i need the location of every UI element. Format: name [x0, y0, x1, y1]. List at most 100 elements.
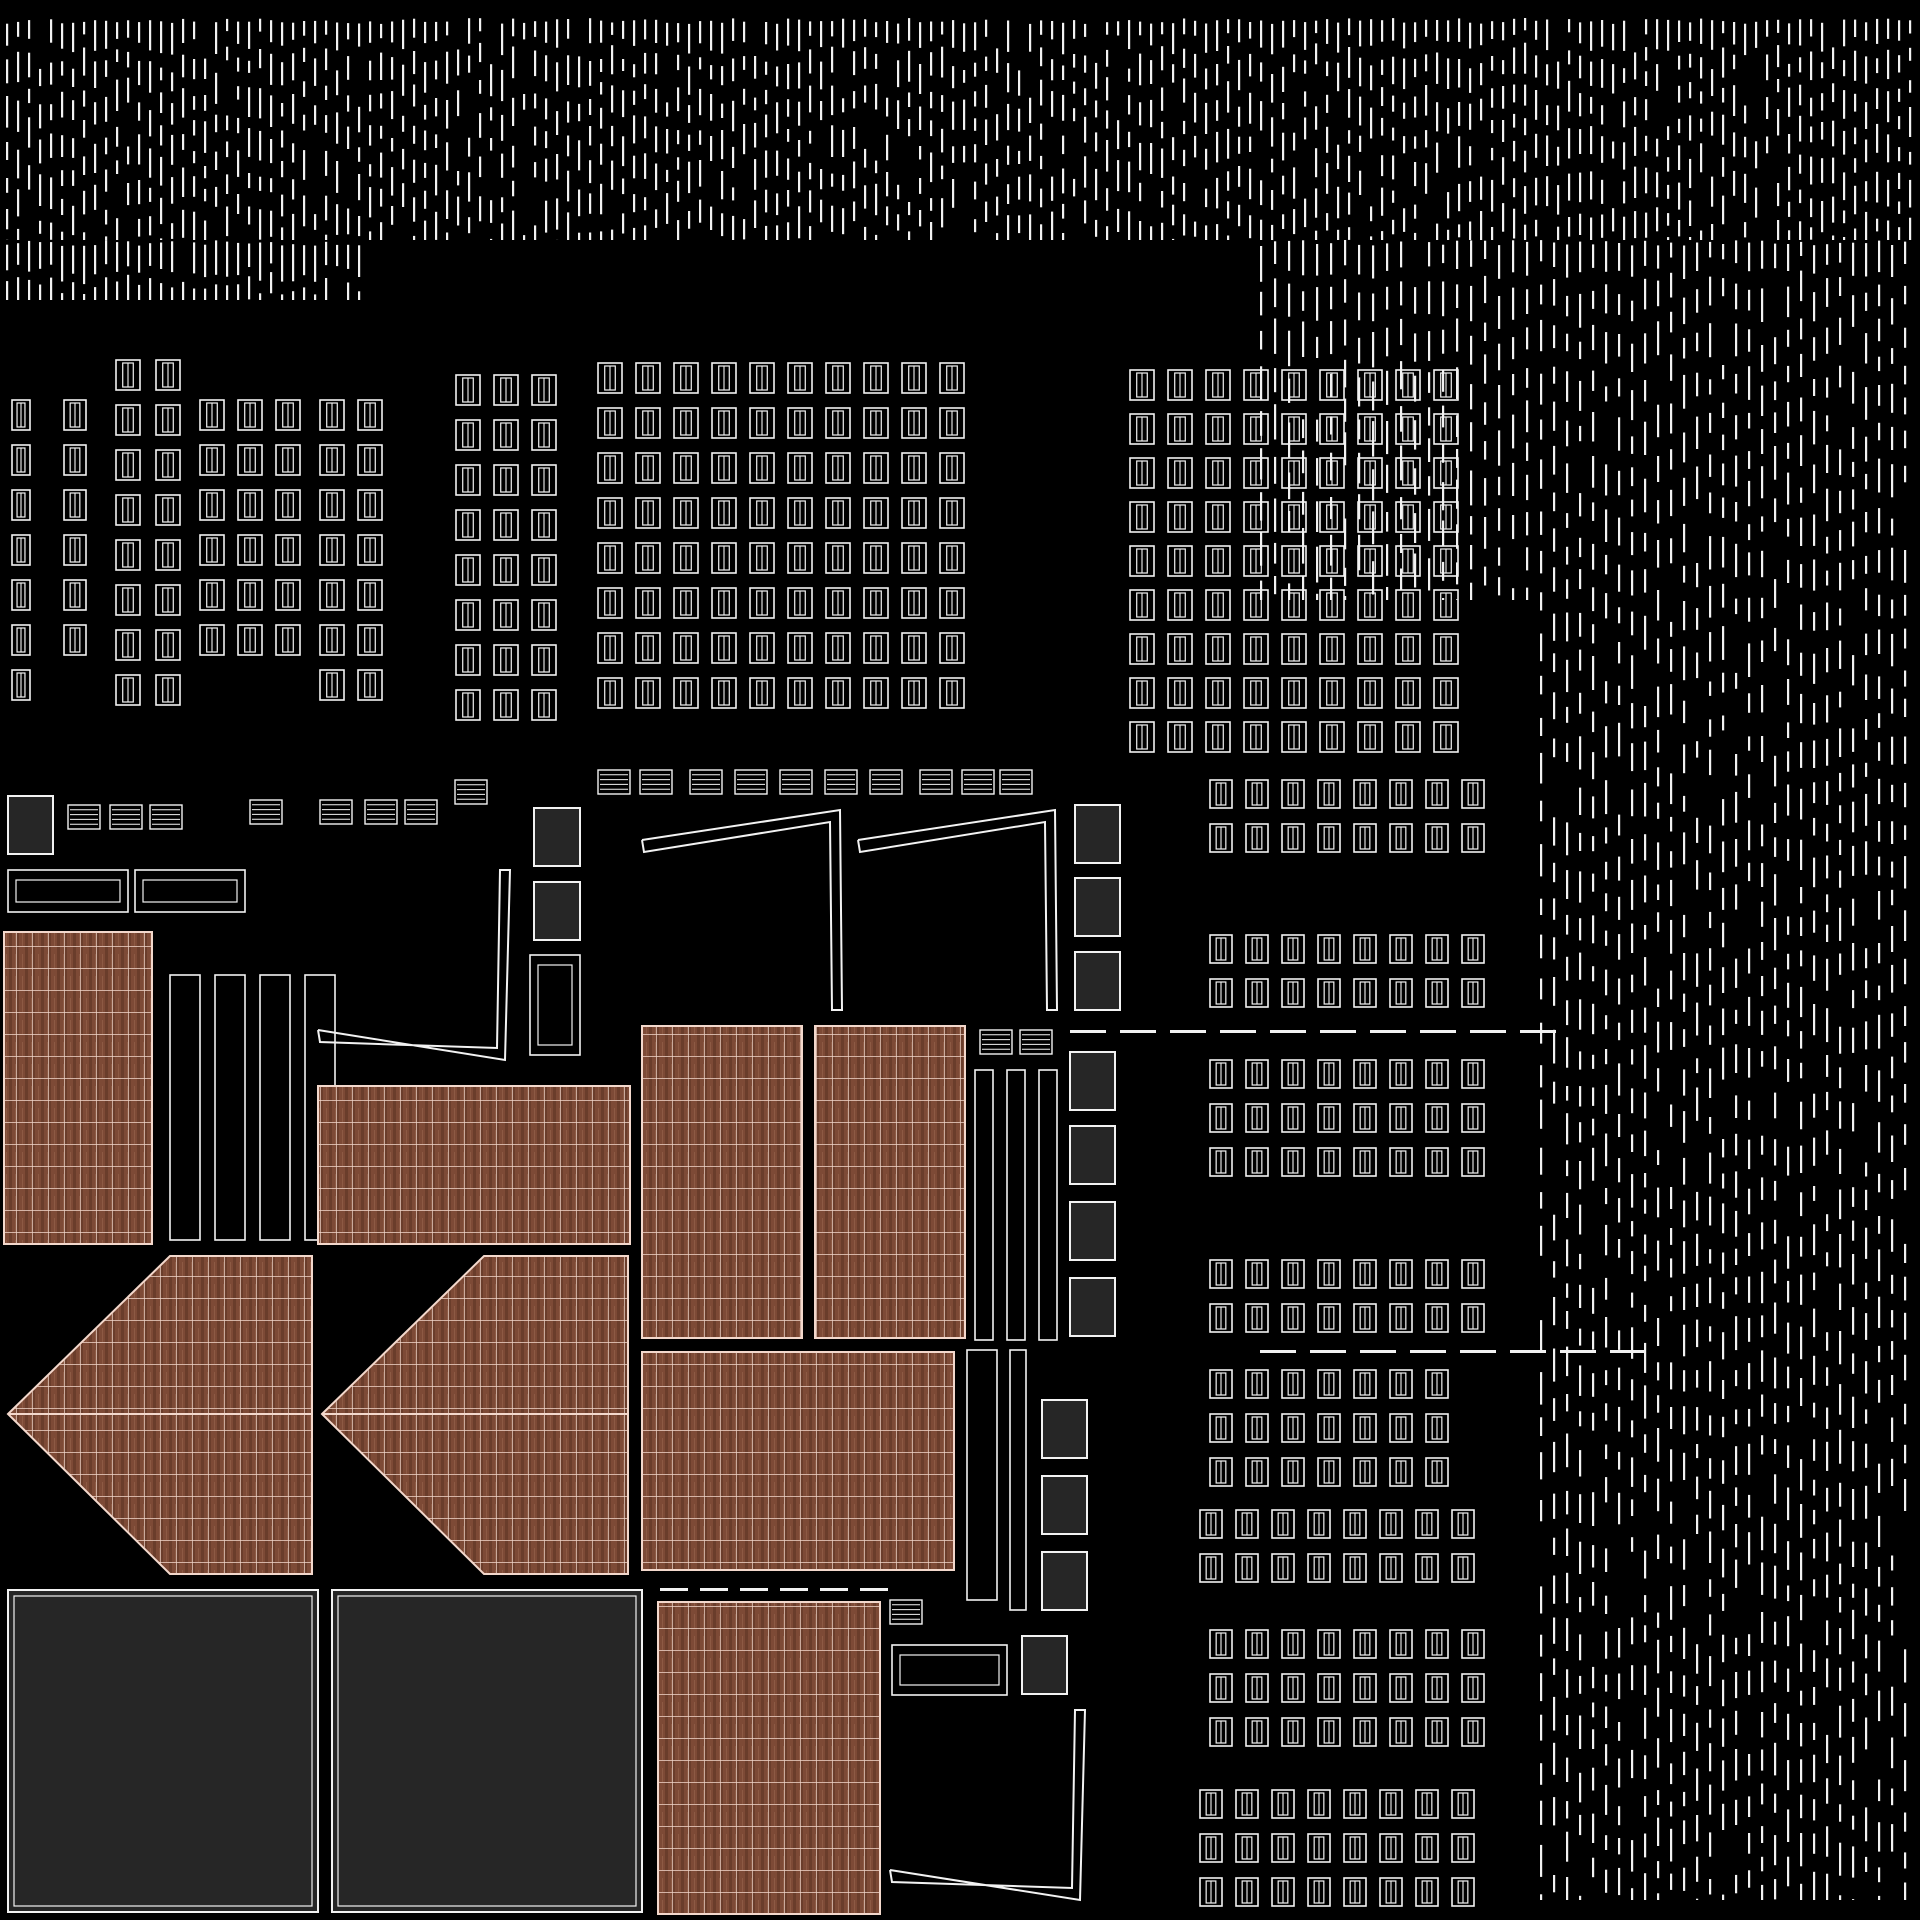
- uv-strip: [1062, 135, 1065, 155]
- uv-strip: [270, 272, 273, 294]
- uv-strip: [1904, 1479, 1907, 1511]
- uv-strip: [94, 245, 97, 275]
- uv-strip: [259, 130, 262, 161]
- uv-dash: [700, 1588, 728, 1591]
- uv-strip: [1678, 20, 1681, 42]
- uv-strip: [1344, 240, 1347, 266]
- window-island: [319, 399, 345, 431]
- uv-strip: [908, 18, 911, 41]
- uv-strip: [1839, 1429, 1842, 1464]
- uv-strip: [1683, 700, 1686, 724]
- uv-strip: [1618, 814, 1621, 836]
- uv-strip: [1274, 404, 1277, 440]
- uv-strip: [72, 170, 75, 186]
- uv-strip: [1826, 1487, 1829, 1512]
- uv-strip: [1810, 227, 1813, 240]
- window-island: [1461, 1103, 1485, 1133]
- uv-strip: [1470, 384, 1473, 410]
- uv-strip: [1711, 176, 1714, 207]
- uv-strip: [1904, 1042, 1907, 1063]
- window-island: [455, 374, 481, 406]
- uv-strip: [1579, 1634, 1582, 1661]
- uv-strip: [1657, 842, 1660, 870]
- uv-strip: [1238, 166, 1241, 187]
- uv-strip: [1839, 728, 1842, 757]
- window-island: [1317, 1259, 1341, 1289]
- window-island: [1319, 677, 1345, 709]
- uv-strip: [369, 187, 372, 218]
- uv-strip: [1592, 1729, 1595, 1749]
- uv-strip: [776, 193, 779, 216]
- window-island: [1245, 1629, 1269, 1659]
- uv-strip: [325, 85, 328, 100]
- uv-strip: [644, 84, 647, 100]
- uv-strip: [1172, 176, 1175, 195]
- uv-strip: [1800, 1326, 1803, 1360]
- uv-strip: [1370, 19, 1373, 46]
- uv-strip: [1878, 1296, 1881, 1328]
- uv-strip: [1852, 371, 1855, 404]
- large-dark-panel-island: [331, 1589, 643, 1913]
- uv-strip: [1657, 802, 1660, 819]
- window-island: [1129, 633, 1155, 665]
- uv-strip: [1813, 740, 1816, 768]
- uv-strip: [732, 146, 735, 168]
- uv-strip: [1670, 1671, 1673, 1693]
- uv-strip: [61, 245, 64, 282]
- uv-strip: [1898, 55, 1901, 73]
- window-island: [1461, 1259, 1485, 1289]
- uv-strip: [1709, 681, 1712, 696]
- window-island: [1317, 1103, 1341, 1133]
- uv-strip: [72, 282, 75, 300]
- uv-strip: [182, 134, 185, 150]
- uv-dash: [1520, 1030, 1556, 1033]
- uv-strip: [1540, 1022, 1543, 1044]
- uv-strip: [1865, 436, 1868, 462]
- uv-strip: [930, 91, 933, 109]
- uv-strip: [1469, 103, 1472, 130]
- frame-box-inner: [142, 879, 238, 903]
- uv-strip: [1557, 146, 1560, 166]
- uv-strip: [1800, 1504, 1803, 1538]
- window-island: [1245, 1303, 1269, 1333]
- uv-strip: [1722, 87, 1725, 103]
- uv-strip: [1813, 1355, 1816, 1385]
- uv-strip: [1839, 1026, 1842, 1054]
- uv-strip: [633, 194, 636, 213]
- uv-strip: [292, 179, 295, 200]
- window-island: [11, 399, 31, 431]
- uv-strip: [1722, 1894, 1725, 1900]
- uv-strip: [1631, 499, 1634, 517]
- window-island: [597, 497, 623, 529]
- uv-strip: [1436, 142, 1439, 173]
- uv-strip: [1553, 445, 1556, 475]
- uv-strip: [1592, 290, 1595, 309]
- uv-dash: [1170, 1030, 1206, 1033]
- uv-strip: [1810, 51, 1813, 81]
- uv-strip: [1683, 1370, 1686, 1392]
- uv-strip: [1891, 464, 1894, 498]
- uv-strip: [787, 158, 790, 180]
- uv-strip: [732, 215, 735, 240]
- uv-strip: [1414, 22, 1417, 43]
- uv-strip: [1304, 60, 1307, 74]
- uv-strip: [1722, 47, 1725, 78]
- window-island: [1245, 1147, 1269, 1177]
- uv-strip: [1073, 20, 1076, 39]
- uv-strip: [1813, 379, 1816, 396]
- uv-strip: [908, 92, 911, 107]
- uv-strip: [1381, 231, 1384, 240]
- uv-strip: [1865, 1282, 1868, 1300]
- uv-strip: [6, 209, 9, 230]
- uv-strip: [1216, 100, 1219, 121]
- uv-strip: [1839, 1755, 1842, 1786]
- uv-strip: [83, 47, 86, 76]
- uv-strip: [1670, 621, 1673, 637]
- uv-strip: [1260, 291, 1263, 316]
- uv-strip: [1271, 224, 1274, 240]
- uv-strip: [1288, 330, 1291, 367]
- uv-strip: [1579, 832, 1582, 851]
- uv-strip: [1657, 1790, 1660, 1805]
- uv-strip: [1777, 109, 1780, 136]
- window-island: [1389, 1629, 1413, 1659]
